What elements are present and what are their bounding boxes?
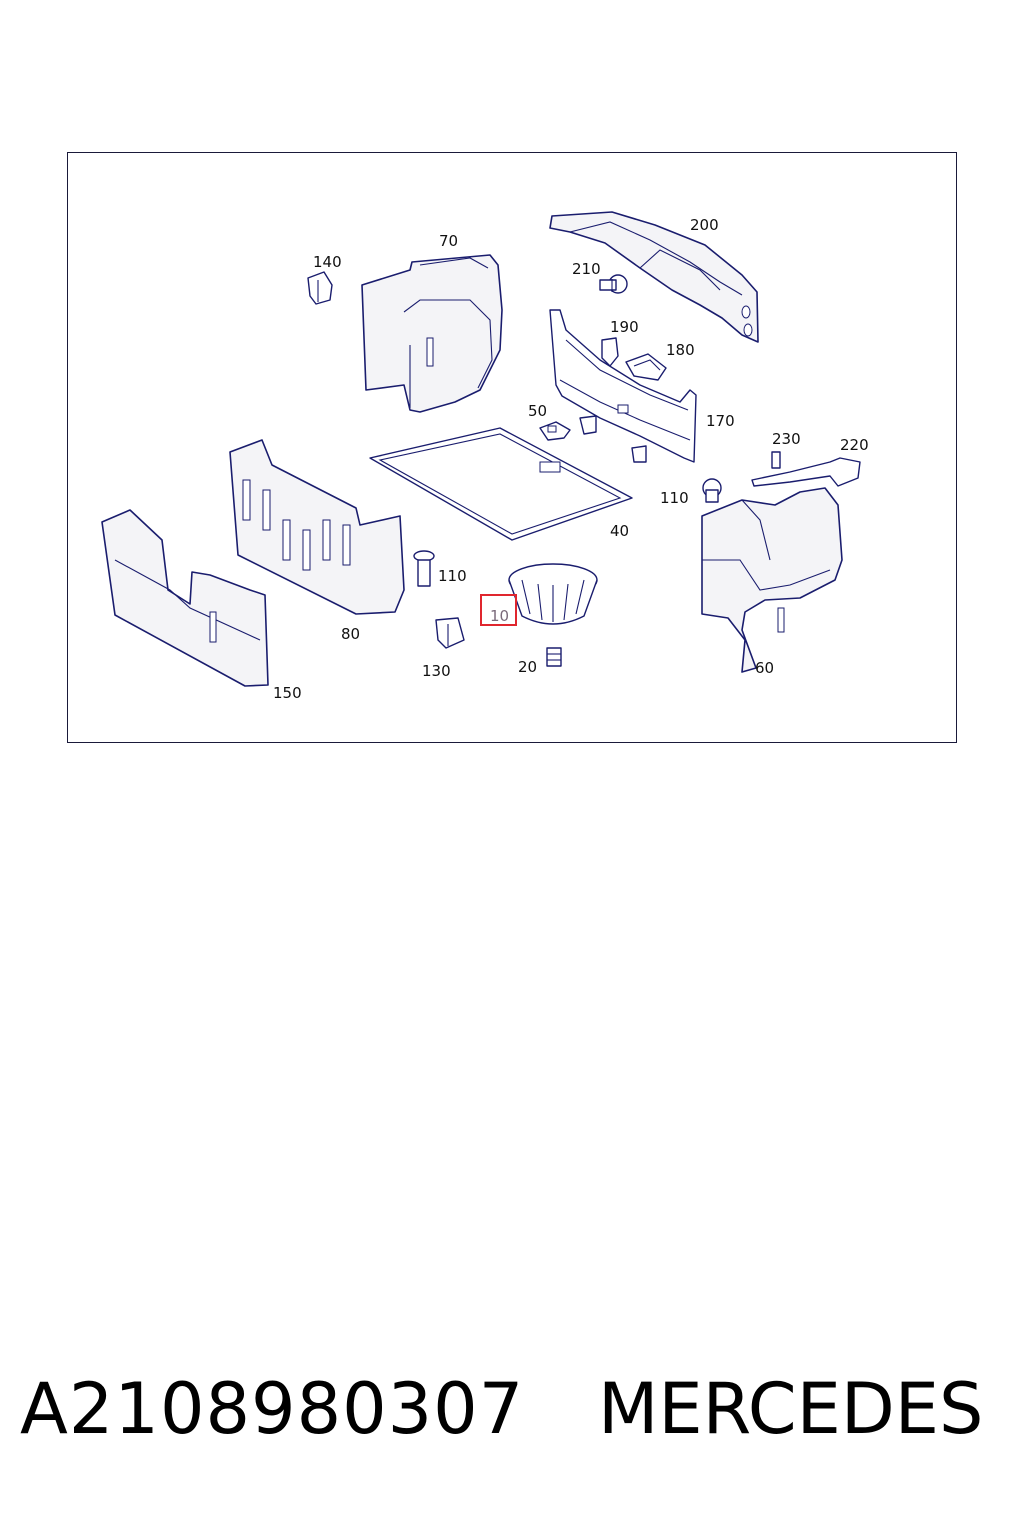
part-140	[307, 271, 333, 305]
part-190	[601, 337, 619, 367]
part-40	[369, 427, 633, 541]
callout-20: 20	[518, 658, 537, 676]
diagram-frame	[67, 152, 957, 743]
part-50	[539, 421, 571, 441]
callout-210: 210	[572, 260, 601, 278]
part-60	[701, 487, 843, 673]
part-150	[101, 509, 269, 687]
callout-110-right: 110	[660, 489, 689, 507]
callout-150: 150	[273, 684, 302, 702]
callout-40: 40	[610, 522, 629, 540]
callout-180: 180	[666, 341, 695, 359]
part-200	[549, 211, 759, 343]
part-170	[549, 309, 697, 463]
part-70	[361, 254, 503, 413]
callout-140: 140	[313, 253, 342, 271]
part-110-right	[702, 478, 722, 503]
callout-200: 200	[690, 216, 719, 234]
part-210	[599, 274, 628, 294]
callout-110-left: 110	[438, 567, 467, 585]
brand-name: MERCEDES	[598, 1368, 984, 1450]
part-230	[771, 451, 781, 469]
callout-130: 130	[422, 662, 451, 680]
callout-50: 50	[528, 402, 547, 420]
part-number: A2108980307	[20, 1368, 525, 1450]
part-80	[229, 439, 405, 615]
callout-60: 60	[755, 659, 774, 677]
callout-70: 70	[439, 232, 458, 250]
callout-80: 80	[341, 625, 360, 643]
callout-170: 170	[706, 412, 735, 430]
part-130	[435, 617, 465, 649]
part-20	[546, 647, 562, 667]
part-110-left	[413, 550, 435, 587]
part-10	[508, 563, 598, 625]
callout-230: 230	[772, 430, 801, 448]
footer: A2108980307 MERCEDES	[0, 1368, 1024, 1478]
callout-10: 10	[490, 607, 509, 625]
callout-190: 190	[610, 318, 639, 336]
part-180	[625, 353, 667, 381]
callout-220: 220	[840, 436, 869, 454]
part-220	[751, 457, 861, 487]
callout-10-highlight	[480, 594, 517, 626]
